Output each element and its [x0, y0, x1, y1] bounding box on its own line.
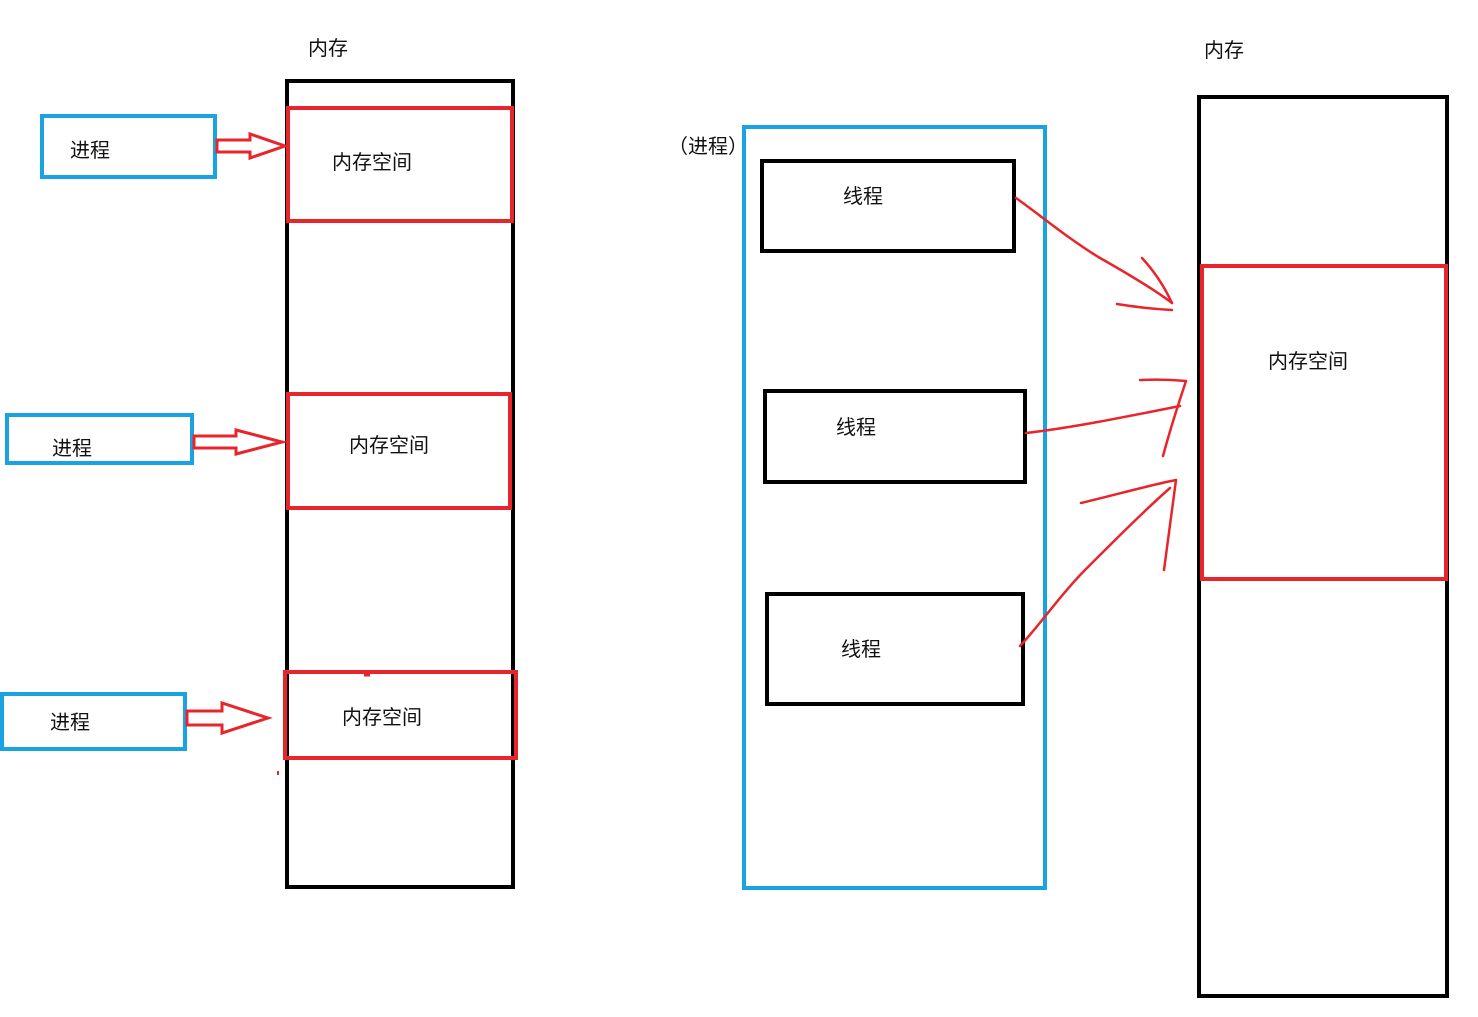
left-arrow-1 [215, 131, 290, 161]
left-process-2-label: 进程 [52, 436, 92, 460]
thread-box-3-label: 线程 [841, 637, 881, 661]
left-process-1-label: 进程 [70, 138, 110, 162]
left-process-3-label: 进程 [50, 710, 90, 734]
thread-box-2 [763, 389, 1027, 484]
left-process-2 [5, 413, 194, 465]
left-process-3 [0, 692, 187, 751]
left-memory-space-3-label: 内存空间 [342, 705, 422, 729]
right-process-label: （进程） [668, 134, 748, 158]
left-memory-space-2-label: 内存空间 [349, 433, 429, 457]
left-memory-space-1 [286, 106, 514, 223]
left-memory-space-1-label: 内存空间 [332, 150, 412, 174]
thread-box-1-label: 线程 [843, 184, 883, 208]
thread-box-1 [760, 159, 1016, 253]
right-memory-space-label: 内存空间 [1268, 349, 1348, 373]
right-memory-label: 内存 [1204, 38, 1244, 62]
left-arrow-2 [192, 428, 288, 456]
thread-box-3 [765, 592, 1025, 706]
right-memory-space [1200, 264, 1448, 581]
thread-arrow-1 [1014, 196, 1174, 312]
left-memory-space-3 [283, 670, 518, 760]
thread-arrow-3 [1018, 478, 1178, 648]
left-arrow-3 [185, 700, 273, 736]
thread-box-2-label: 线程 [836, 415, 876, 439]
left-process-1 [40, 114, 217, 179]
right-process-container [742, 125, 1047, 890]
left-memory-label: 内存 [308, 36, 348, 60]
left-memory-space-2 [286, 392, 512, 510]
thread-arrow-2 [1024, 378, 1188, 458]
